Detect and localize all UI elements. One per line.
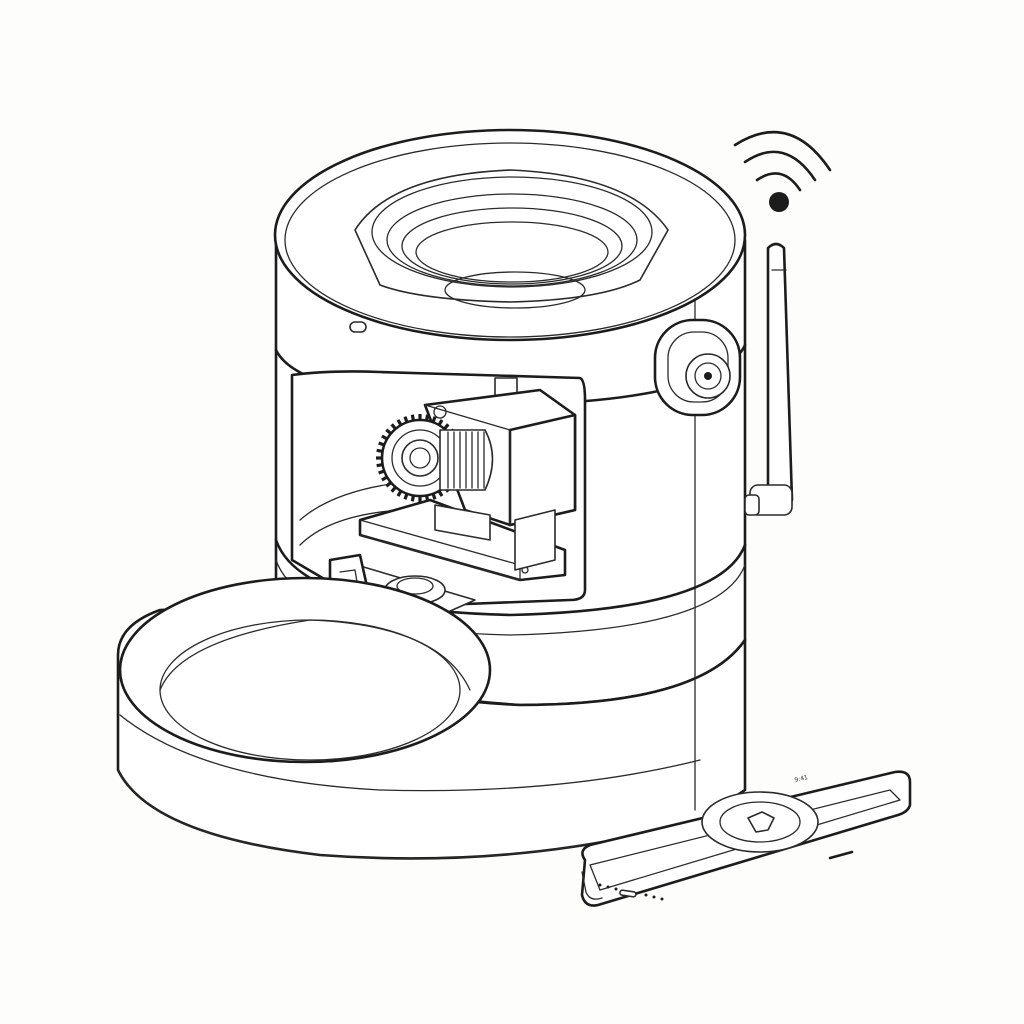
drive-gear [376, 414, 494, 502]
shield-icon[interactable] [747, 811, 775, 833]
smartphone[interactable]: 9:41 [580, 770, 912, 907]
status-time: 9:41 [794, 774, 809, 784]
feeder-top-rim [273, 128, 747, 342]
side-button[interactable] [828, 850, 854, 860]
food-bowl [118, 576, 492, 764]
motor-assembly [339, 377, 577, 621]
wifi-signal-icon [733, 130, 832, 212]
phone-speaker-grille [598, 883, 664, 901]
wifi-antenna [744, 242, 794, 516]
charging-port [619, 889, 637, 898]
status-led-indicator [349, 321, 367, 333]
camera-module [653, 318, 742, 417]
